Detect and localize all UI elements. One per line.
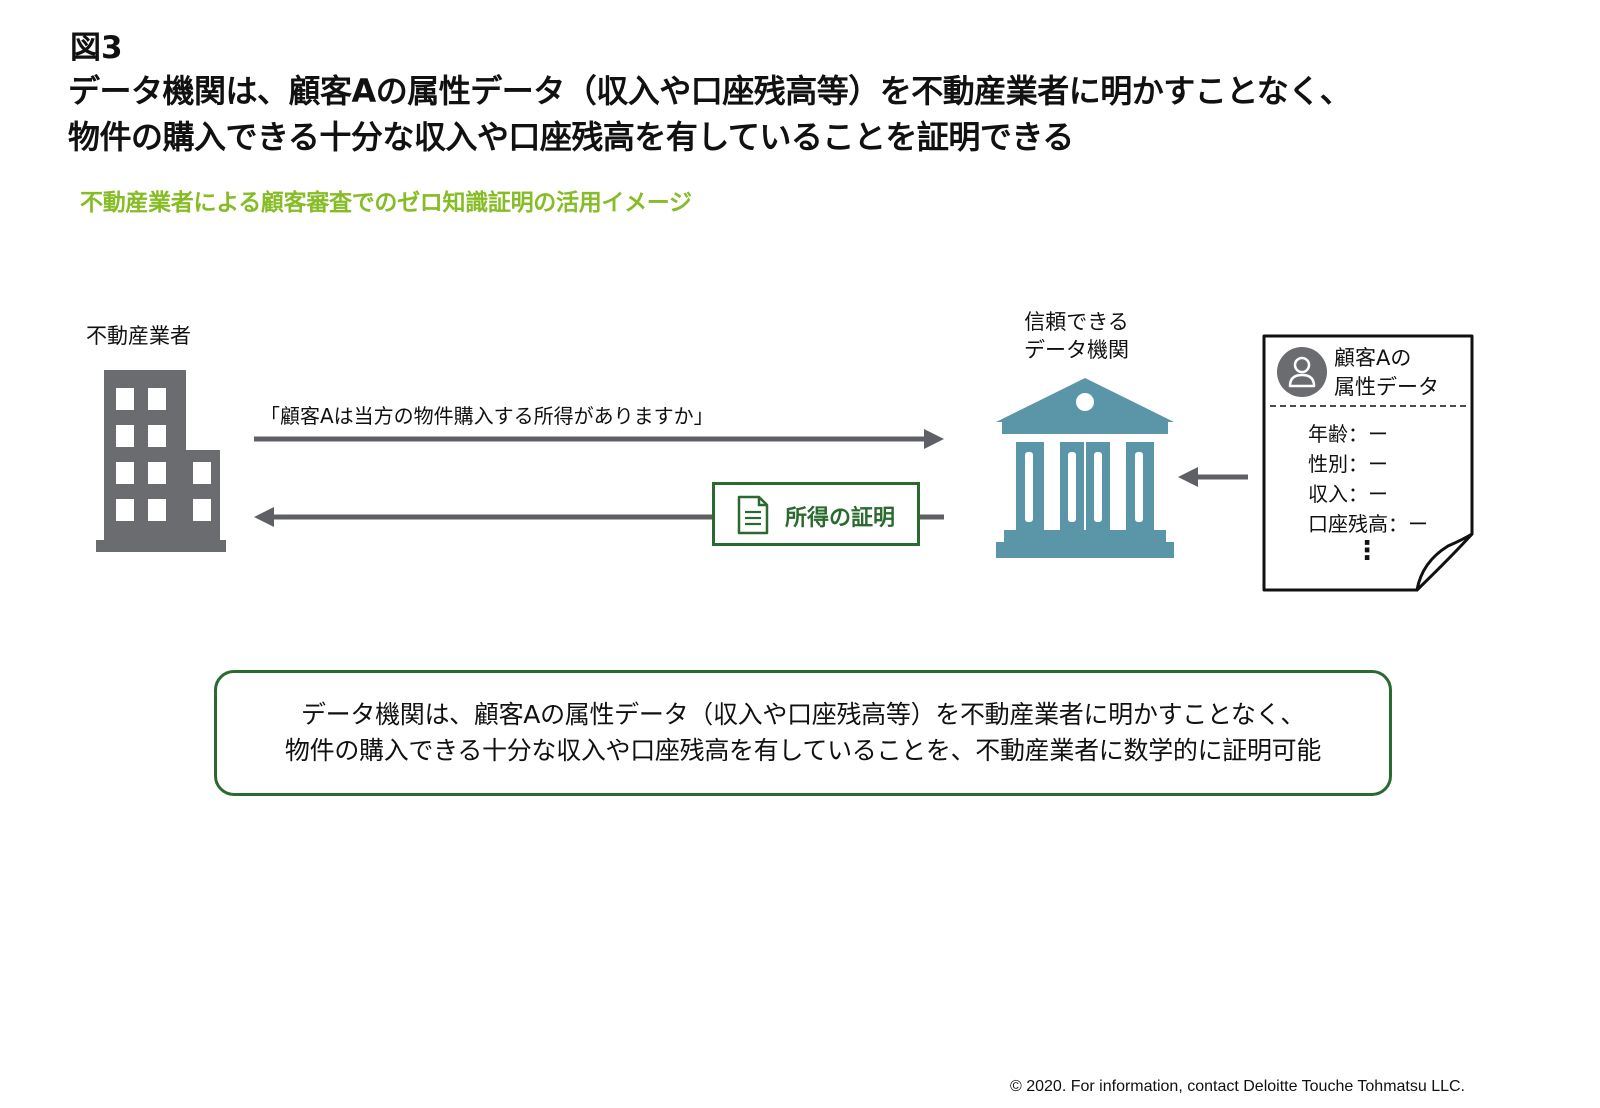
proof-badge-label: 所得の証明	[785, 506, 896, 531]
title-line-2: 物件の購入できる十分な収入や口座残高を有していることを証明できる	[68, 118, 1074, 156]
bank-institution-icon	[996, 378, 1174, 558]
title-line-1: データ機関は、顧客Aの属性データ（収入や口座残高等）を不動産業者に明かすことなく…	[68, 72, 1352, 110]
request-message: 「顧客Aは当方の物件購入する所得がありますか」	[260, 404, 714, 428]
institution-label: 信頼できる データ機関	[1024, 308, 1129, 364]
customer-row-age: 年齢：ー	[1308, 422, 1388, 446]
customer-card-title: 顧客Aの 属性データ	[1334, 344, 1439, 402]
customer-row-gender: 性別：ー	[1308, 452, 1388, 476]
customer-row-ellipsis: ⋮	[1354, 536, 1380, 566]
institution-label-line-2: データ機関	[1024, 338, 1129, 362]
customer-row-income: 収入：ー	[1308, 482, 1388, 506]
summary-box: データ機関は、顧客Aの属性データ（収入や口座残高等）を不動産業者に明かすことなく…	[214, 670, 1392, 796]
customer-card-title-line-1: 顧客Aの	[1334, 346, 1412, 370]
summary-line-1: データ機関は、顧客Aの属性データ（収入や口座残高等）を不動産業者に明かすことなく…	[300, 700, 1306, 729]
request-arrow	[254, 429, 944, 449]
real-estate-label: 不動産業者	[86, 324, 191, 348]
diagram-subtitle: 不動産業者による顧客審査でのゼロ知識証明の活用イメージ	[80, 190, 692, 216]
institution-label-line-1: 信頼できる	[1024, 310, 1129, 334]
figure-title: データ機関は、顧客Aの属性データ（収入や口座残高等）を不動産業者に明かすことなく…	[68, 68, 1352, 160]
document-icon	[737, 495, 769, 535]
customer-row-balance: 口座残高：ー	[1308, 512, 1428, 536]
figure-number: 図3	[70, 30, 123, 66]
building-icon	[96, 370, 226, 552]
copyright-footer: © 2020. For information, contact Deloitt…	[1010, 1078, 1465, 1095]
customer-data-card	[1262, 334, 1474, 592]
data-input-arrow	[1178, 467, 1248, 487]
proof-badge: 所得の証明	[712, 482, 920, 546]
user-avatar-icon	[1277, 347, 1327, 397]
customer-card-title-line-2: 属性データ	[1334, 375, 1439, 399]
summary-line-2: 物件の購入できる十分な収入や口座残高を有していることを、不動産業者に数学的に証明…	[284, 736, 1322, 765]
